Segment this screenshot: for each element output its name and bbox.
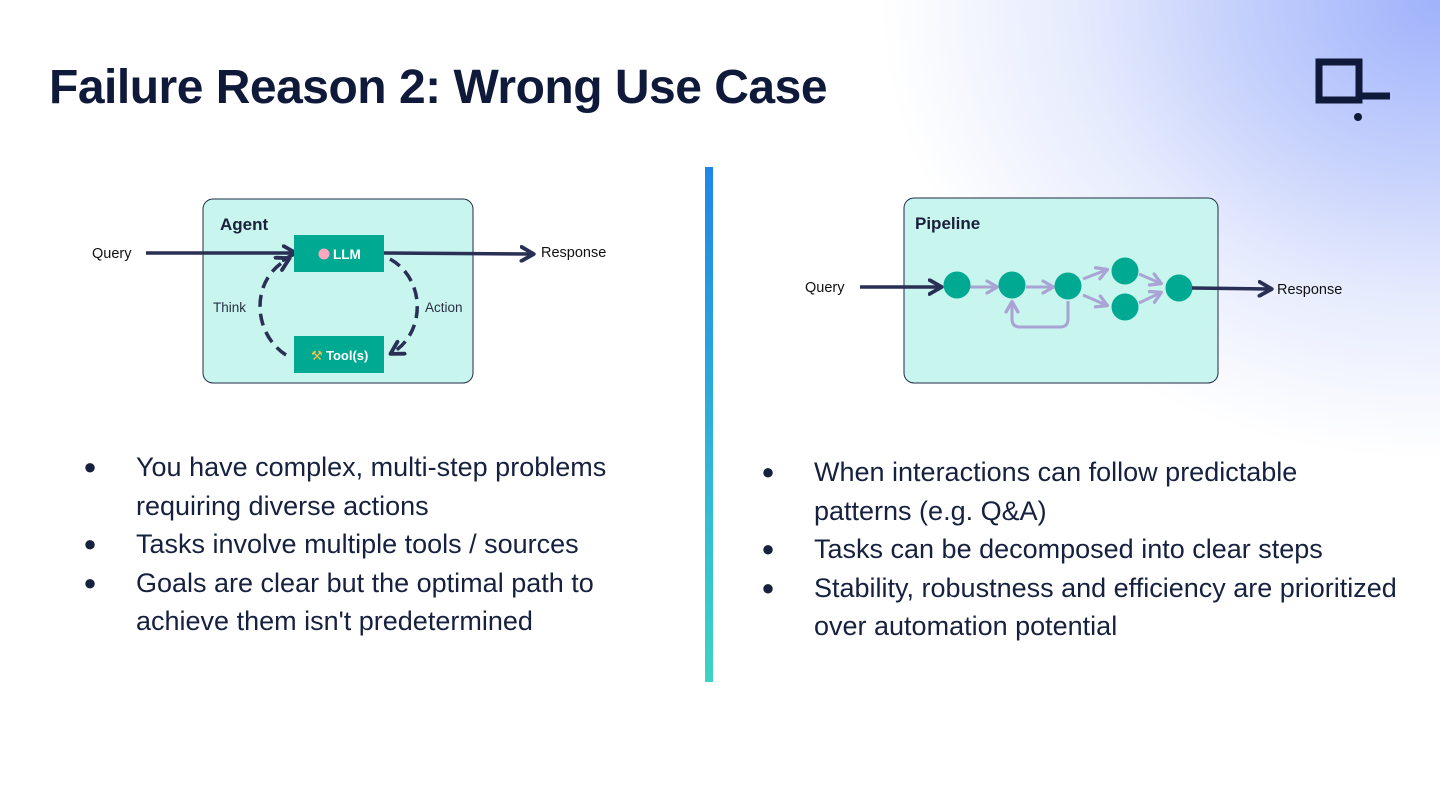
think-label: Think xyxy=(213,300,246,315)
pipeline-query-label: Query xyxy=(805,280,845,296)
agent-query-label: Query xyxy=(92,246,132,262)
pipeline-edge xyxy=(1082,293,1106,305)
brain-icon-shape xyxy=(318,248,330,260)
pipeline-edge xyxy=(1138,293,1160,305)
agent-diagram: Agent Query brain-emoji LLM Response ⚒ T… xyxy=(92,198,606,384)
list-item: ●Tasks can be decomposed into clear step… xyxy=(758,530,1398,569)
column-divider xyxy=(705,167,713,682)
bullet-icon: ● xyxy=(761,459,775,484)
pipeline-use-case-list: ●When interactions can follow predictabl… xyxy=(758,453,1398,646)
bullet-icon: ● xyxy=(83,569,97,595)
pipeline-node xyxy=(943,271,971,299)
bullet-icon: ● xyxy=(83,454,97,479)
tools-label: Tool(s) xyxy=(326,348,368,363)
list-item: ●When interactions can follow predictabl… xyxy=(758,453,1398,530)
bullet-icon: ● xyxy=(83,531,97,556)
agent-heading: Agent xyxy=(220,215,269,234)
pipeline-node xyxy=(1054,272,1082,300)
pipeline-edge xyxy=(1082,270,1106,279)
list-item: ●Tasks involve multiple tools / sources xyxy=(80,525,680,564)
pipeline-heading: Pipeline xyxy=(915,214,980,233)
action-loop-arrow xyxy=(390,257,419,353)
llm-node xyxy=(294,235,384,272)
list-item: ●You have complex, multi-step problems r… xyxy=(80,448,680,525)
agent-use-case-list: ●You have complex, multi-step problems r… xyxy=(80,448,680,641)
page-title: Failure Reason 2: Wrong Use Case xyxy=(49,61,828,114)
action-label: Action xyxy=(425,300,463,315)
pipeline-diagram: Pipeline Query Response xyxy=(805,197,1342,384)
hammer-pick-icon: ⚒ xyxy=(311,348,323,363)
tools-node xyxy=(294,336,384,373)
list-item: ●Stability, robustness and efficiency ar… xyxy=(758,569,1398,646)
agent-response-label: Response xyxy=(541,245,606,261)
think-loop-arrow xyxy=(258,259,288,357)
pipeline-feedback-edge xyxy=(1012,301,1070,329)
pipeline-node xyxy=(1165,274,1193,302)
pipeline-node xyxy=(998,271,1026,299)
brand-logo-icon xyxy=(1315,58,1390,121)
list-item: ●Goals are clear but the optimal path to… xyxy=(80,564,680,641)
bullet-icon: ● xyxy=(761,574,775,600)
bullet-icon: ● xyxy=(761,536,775,561)
pipeline-edge xyxy=(1138,274,1160,283)
response-arrow xyxy=(383,253,532,254)
pipeline-node xyxy=(1111,257,1139,285)
pipeline-response-arrow xyxy=(1191,288,1270,289)
pipeline-response-label: Response xyxy=(1277,282,1342,298)
pipeline-node xyxy=(1111,293,1139,321)
llm-label: LLM xyxy=(333,247,361,262)
